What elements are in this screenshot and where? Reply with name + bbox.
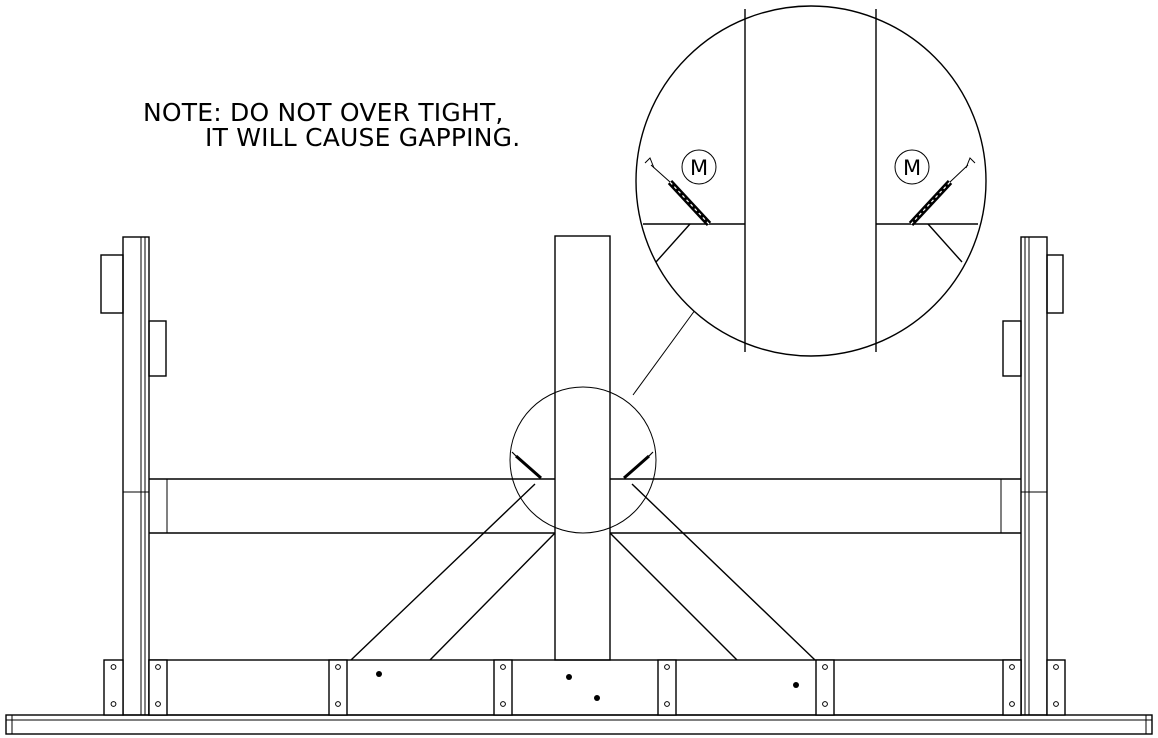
- bottom-runner: [148, 659, 1022, 716]
- callout-m-right-label: M: [903, 156, 921, 180]
- fastener-dots: [376, 671, 799, 701]
- joint-screws: [511, 451, 654, 480]
- callout-m-left-label: M: [690, 156, 708, 180]
- detail-screw-left: [644, 157, 712, 227]
- floor-plank: [5, 714, 1153, 735]
- note-line-2: IT WILL CAUSE GAPPING.: [205, 123, 521, 152]
- detail-screw-right: [908, 157, 976, 227]
- callout-m-right: M: [894, 149, 930, 185]
- note-line-1: NOTE: DO NOT OVER TIGHT,: [143, 98, 504, 127]
- center-post: [554, 235, 611, 661]
- left-end-leg: [100, 236, 167, 716]
- callout-m-left: M: [681, 149, 717, 185]
- right-end-leg: [1002, 236, 1064, 716]
- mounting-plates: [103, 659, 1066, 716]
- detail-view: M M: [635, 5, 987, 357]
- diagonal-braces: [350, 483, 816, 661]
- detail-indicator: [509, 305, 699, 534]
